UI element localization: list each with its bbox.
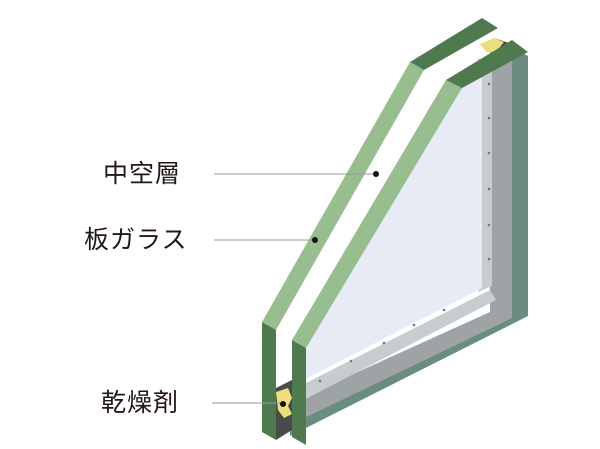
inner-glass-face <box>300 76 482 382</box>
label-glass-pane: 板ガラス <box>84 225 188 254</box>
pointer-dot-glass-pane <box>312 237 318 243</box>
label-desiccant: 乾燥剤 <box>101 388 180 417</box>
inner-glass-top-edge <box>446 40 528 88</box>
inner-glass-left-face <box>292 340 306 445</box>
outer-glass-top-edge <box>410 18 498 70</box>
outer-glass-left-face <box>262 322 276 440</box>
pointer-dot-desiccant <box>280 401 286 407</box>
pointer-dot-hollow-layer <box>373 171 379 177</box>
inner-glass-slant-edge <box>292 80 462 348</box>
label-hollow-layer: 中空層 <box>103 159 182 188</box>
frame-right-gray <box>490 48 512 330</box>
spacer-holes <box>318 82 491 383</box>
frame-bottom-gray <box>296 302 512 422</box>
frame-bottom-light <box>296 290 496 404</box>
outer-glass-slant-edge <box>262 62 424 330</box>
